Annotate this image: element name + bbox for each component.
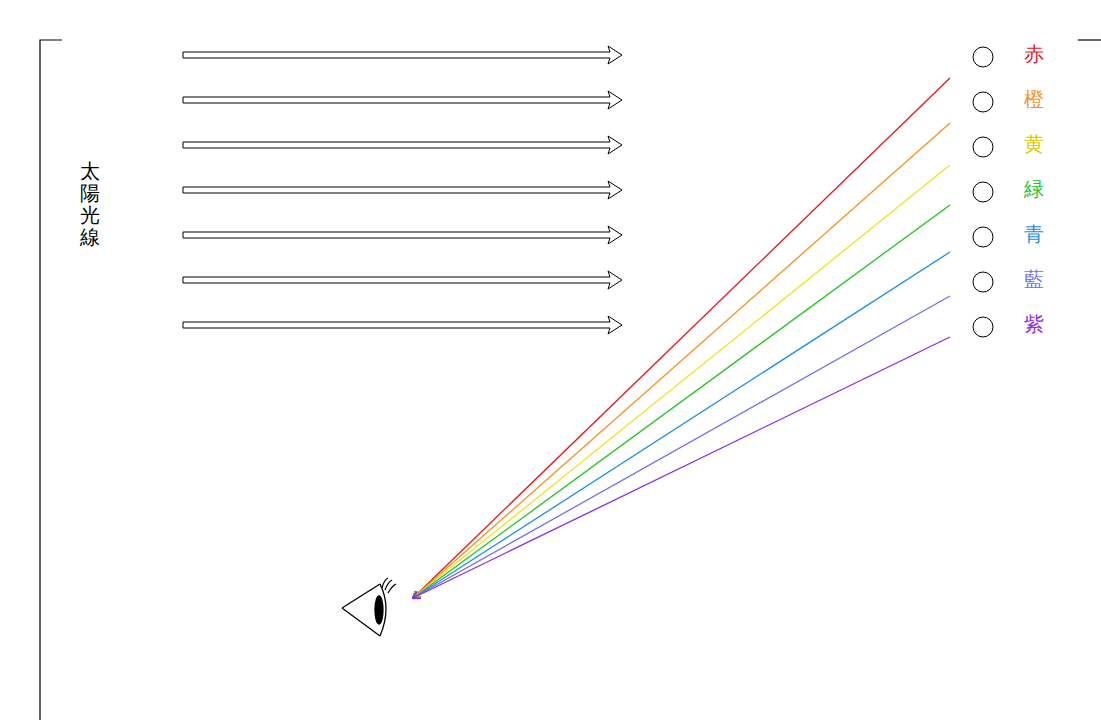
droplet-circle	[973, 92, 993, 112]
colour-ray	[413, 123, 950, 598]
colour-label: 青	[1024, 223, 1044, 245]
colour-ray	[413, 337, 950, 598]
ray-arrow	[183, 136, 622, 154]
ray-arrow	[183, 46, 622, 64]
colour-label: 赤	[1024, 43, 1044, 65]
ray-arrow	[183, 226, 622, 244]
ray-arrow	[183, 91, 622, 109]
droplet-circle	[973, 317, 993, 337]
droplet-circle	[973, 182, 993, 202]
droplet-circle	[973, 137, 993, 157]
ray-arrow	[183, 316, 622, 334]
colour-label: 橙	[1024, 88, 1044, 110]
colour-ray	[413, 78, 950, 598]
water-droplets	[973, 47, 993, 337]
ray-arrow	[183, 181, 622, 199]
droplet-circle	[973, 227, 993, 247]
droplet-circle	[973, 47, 993, 67]
eye-symbol	[342, 578, 396, 636]
colour-ray	[413, 165, 950, 598]
colour-ray	[413, 252, 950, 598]
colour-label: 紫	[1024, 313, 1044, 335]
droplet-circle	[973, 272, 993, 292]
frame	[40, 40, 1101, 720]
sun-ray-arrows	[183, 46, 622, 334]
colour-ray	[413, 296, 950, 598]
colour-label: 緑	[1024, 178, 1044, 200]
colour-label: 黄	[1024, 133, 1044, 155]
vertical-title: 太陽光線	[80, 160, 100, 248]
colour-label: 藍	[1024, 268, 1044, 290]
colour-ray	[413, 205, 950, 598]
ray-arrow	[183, 271, 622, 289]
colour-rays	[413, 78, 950, 598]
